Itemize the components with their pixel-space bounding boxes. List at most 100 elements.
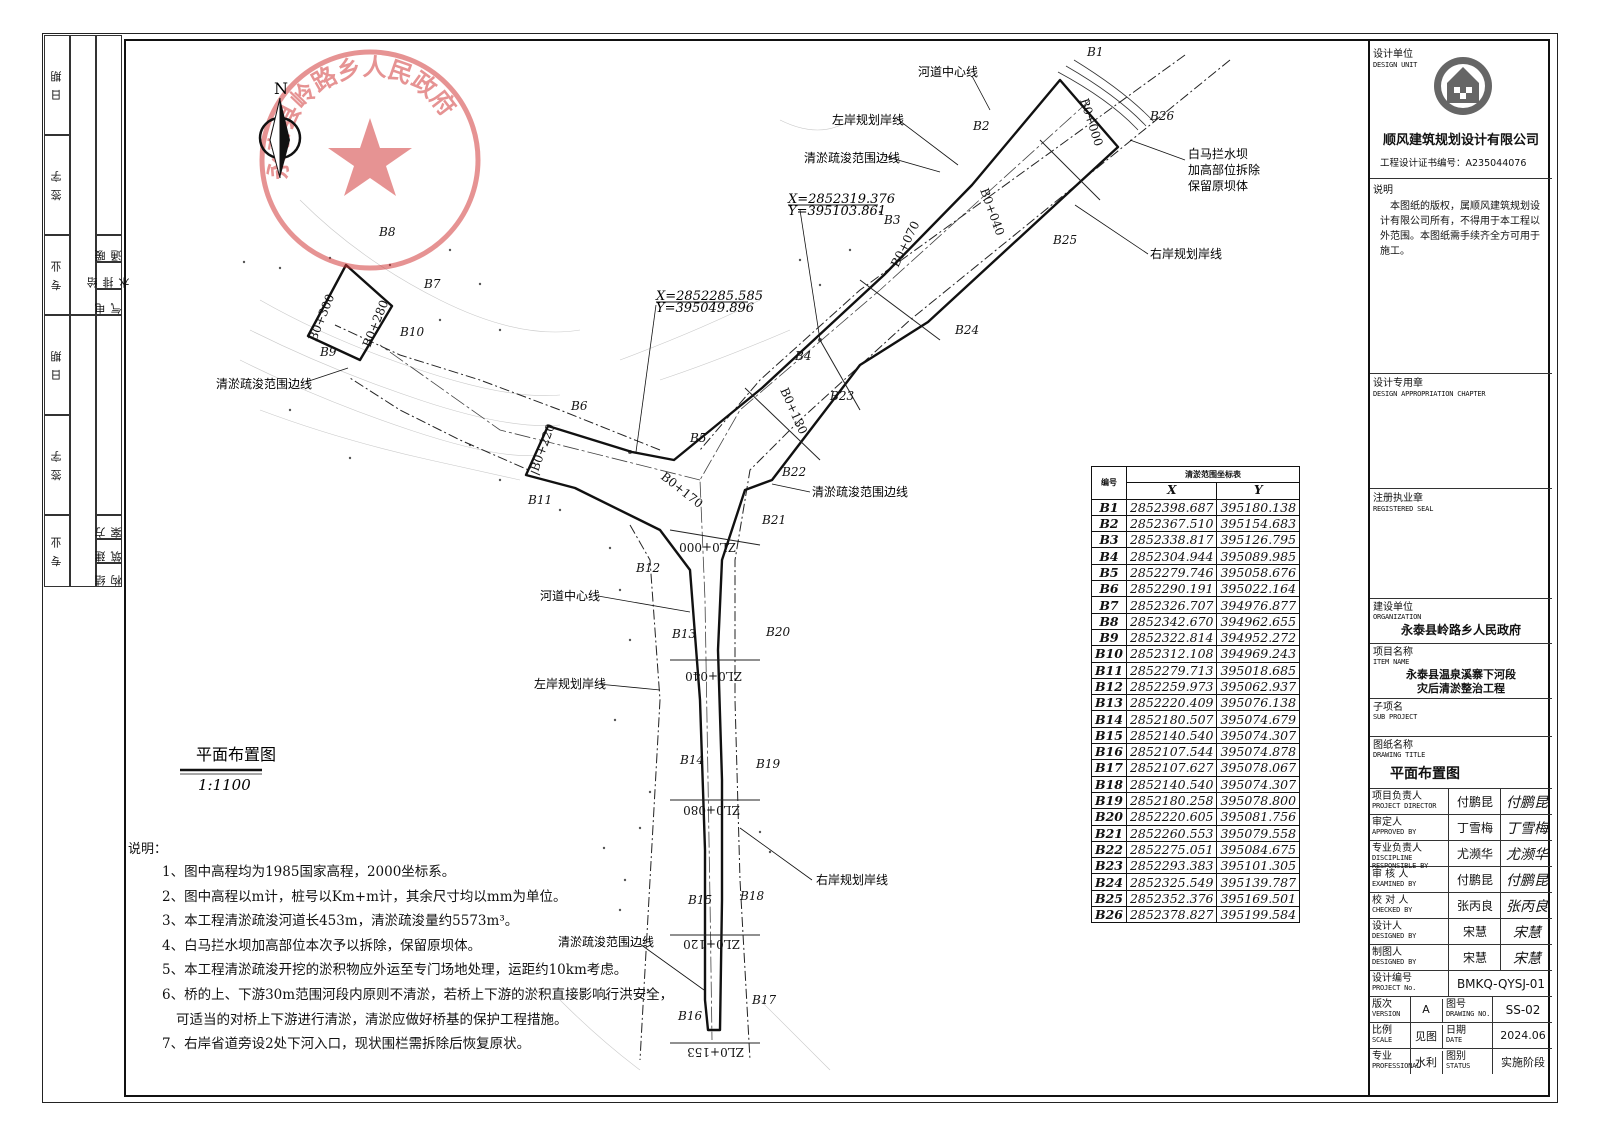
tb-drawing-title: 图纸名称 DRAWING TITLE 平面布置图 [1370,737,1552,789]
note-item: 可适当的对桥上下游进行清淤，清淤应做好桥基的保护工程措施。 [176,1011,568,1028]
coord-x: 2852259.973 [1125,677,1218,696]
label-left-bank-2: 左岸规划岸线 [534,676,606,691]
pt-b15: B15 [687,893,712,907]
tb-status-en: STATUS [1446,1062,1471,1070]
coord-id: B6 [1091,580,1127,598]
coord-x: 2852378.827 [1125,906,1218,924]
coord-y: 395018.685 [1216,661,1301,679]
tb-prof-cn: 专业 [1372,1051,1392,1062]
coord-id: B8 [1091,612,1127,630]
tb-item-value: 永泰县温泉溪寨下河段 灾后清淤整治工程 [1370,668,1552,696]
tb-design-unit: 设计单位 DESIGN UNIT 顺风建筑规划设计有限公司 工程设计证书编号：A… [1370,39,1552,179]
tb-org: 建设单位 ORGANIZATION 永泰县岭路乡人民政府 [1370,599,1552,644]
tb-item-cn: 项目名称 [1373,647,1413,658]
pt-b26: B26 [1149,109,1174,123]
tb-status-value: 实施阶段 [1492,1049,1553,1074]
tb-proj-no-value: BMKQ-QYSJ-01 [1448,971,1553,996]
coord-y-right: Y=395103.861 [788,204,886,219]
coord-y: 395089.985 [1216,547,1301,565]
tb-sign-role-en: CHECKED BY [1372,906,1413,914]
coord-id: B7 [1091,596,1127,614]
coord-y-left: Y=395049.896 [656,301,754,316]
tb-sign-role-en: PROJECT DIRECTOR [1372,802,1437,810]
coord-x-left: X=2852285.585 [655,289,763,304]
coord-id: B22 [1091,840,1127,859]
coord-y: 395022.164 [1216,580,1301,598]
coord-x: 2852220.605 [1125,808,1218,826]
pt-b5: B5 [689,431,706,445]
tb-drawno-cn: 图号 [1446,999,1466,1010]
coord-id: B15 [1091,726,1127,745]
tb-sign-name: 付鹏昆 [1448,867,1501,892]
tb-chapter: 设计专用章 DESIGN APPROPRIATION CHAPTER [1370,374,1552,489]
notes-title: 说明： [128,842,168,857]
strip-disc-6: 结 构 [94,563,123,587]
pt-b3: B3 [883,213,901,227]
strip-col [96,315,122,515]
coord-x: 2852293.383 [1125,857,1218,875]
strip-major-top: 专 业 [44,235,70,315]
tb-chapter-cn: 设计专用章 [1373,378,1423,389]
coord-x: 2852326.707 [1125,596,1218,614]
coord-id: B14 [1091,710,1127,728]
coord-x: 2852279.713 [1125,661,1218,679]
strip-disc-4: 方 案 [94,515,123,539]
coord-y: 395081.756 [1216,808,1301,826]
note-item: 6、桥的上、下游30m范围河段内原则不清淤，若桥上下游的淤积直接影响行洪安全， [162,986,674,1003]
label-dam-1: 白马拦水坝 [1188,146,1248,161]
tb-note-text: 本图纸的版权，属顺风建筑规划设计有限公司所有，不得用于本工程以外范围。本图纸需手… [1380,201,1540,257]
coord-y: 395074.307 [1216,775,1301,793]
strip-disc-3: 电 气 [94,289,123,315]
tb-version-en: VERSION [1372,1010,1401,1018]
coord-id: B19 [1091,791,1127,810]
coord-id: B12 [1091,677,1127,696]
station-zl0-080: ZL0+080 [683,803,740,817]
coord-x: 2852312.108 [1125,645,1218,663]
tb-drawno-en: DRAWING NO. [1446,1010,1491,1018]
plan-scale: 1:1100 [198,776,251,794]
pt-b23: B23 [829,389,854,403]
tb-status-cn: 图别 [1446,1051,1466,1062]
tb-title-value: 平面布置图 [1390,766,1460,782]
outer-frame [42,33,1558,1103]
coord-head-y: Y [1216,482,1301,500]
strip-col [96,35,122,235]
coord-y: 394969.243 [1216,645,1301,663]
station-b0-300: B0+300 [306,292,337,343]
tb-drawno-value: SS-02 [1492,997,1553,1022]
tb-signature: 丁雪梅 [1500,815,1553,840]
coord-head-id: 编号 [1091,466,1127,500]
pt-b22: B22 [781,465,806,479]
coord-y: 395074.679 [1216,710,1301,728]
strip-disc-1: 暖通 [94,235,123,262]
tb-scale-value: 见图 [1410,1023,1441,1048]
strip-disc-5: 建 筑 [94,539,123,563]
label-dredge-right: 清淤疏浚范围边线 [812,484,908,499]
label-dredge-bottom: 清淤疏浚范围边线 [558,934,654,949]
tb-sub: 子项名 SUB PROJECT [1370,699,1552,737]
pt-b20: B20 [765,625,790,639]
coord-x: 2852325.549 [1125,873,1218,891]
tb-design-unit-en: DESIGN UNIT [1373,61,1418,69]
north-label: N [274,79,288,98]
strip-col [70,315,96,587]
coord-x: 2852367.510 [1125,514,1218,533]
plan-drawing: 永泰县岭路乡人民政府 N 平面布置图 1:1100 X=2852285.585 … [180,45,1260,1071]
tb-design-unit-cn: 设计单位 [1373,49,1413,60]
tb-sign-name: 张丙良 [1448,893,1501,918]
tb-title-cn: 图纸名称 [1373,740,1413,751]
coord-x: 2852322.814 [1125,628,1218,647]
coord-y: 395062.937 [1216,677,1301,696]
tb-sign-name: 付鹏昆 [1448,789,1501,814]
